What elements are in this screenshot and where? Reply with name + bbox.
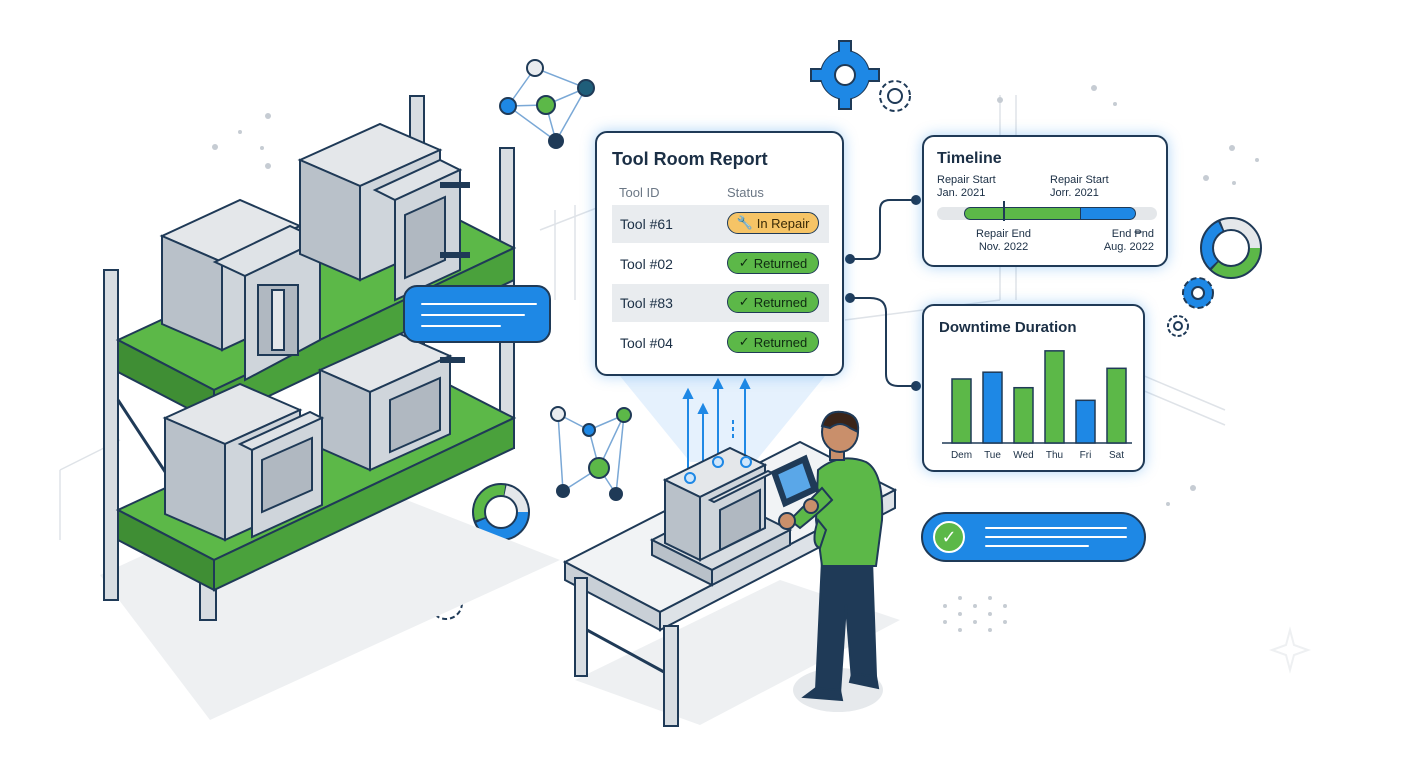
- donut-chart-icon: [1200, 217, 1262, 279]
- chart-bar: [1106, 367, 1127, 444]
- timeline-marker: [1003, 201, 1005, 221]
- check-circle-icon: ✓: [933, 521, 965, 553]
- timeline-label-text: Repair End: [976, 228, 1032, 240]
- chart-bar: [1044, 350, 1065, 444]
- tool-id: Tool #61: [620, 216, 673, 232]
- x-tick-label: Dem: [951, 450, 972, 461]
- check-icon: ✓: [738, 334, 750, 349]
- x-tick-label: Sat: [1109, 450, 1124, 461]
- timeline-label-text: End ₱nd: [1111, 228, 1154, 240]
- timeline-label-text: Repair Start: [1050, 174, 1109, 186]
- table-row[interactable]: Tool #83 ✓ Returned: [612, 284, 829, 322]
- status-badge: ✓ Returned: [727, 252, 819, 274]
- table-row[interactable]: Tool #02 ✓ Returned: [612, 245, 829, 283]
- timeline-label: End ₱nd Aug. 2022: [1104, 228, 1154, 254]
- status-badge: ✓ Returned: [727, 331, 819, 353]
- chart-bar: [982, 371, 1003, 444]
- timeline-segment-end: [1080, 207, 1136, 220]
- chart-bar: [1075, 399, 1096, 444]
- mold-block: [159, 122, 470, 542]
- timeline-label-date: Jorr. 2021: [1050, 187, 1099, 199]
- status-label: Returned: [753, 294, 808, 310]
- notification-bubble: [403, 285, 551, 343]
- chart-title: Downtime Duration: [939, 319, 1077, 336]
- mold-block: [649, 446, 793, 587]
- check-icon: ✓: [738, 255, 750, 270]
- table-row[interactable]: Tool #61 🔧 In Repair: [612, 205, 829, 243]
- x-tick-label: Thu: [1046, 450, 1063, 461]
- tool-id: Tool #83: [620, 295, 673, 311]
- chart-bar: [1013, 386, 1034, 444]
- timeline-label: Repair End Nov. 2022: [976, 228, 1031, 254]
- tool-id: Tool #04: [620, 335, 673, 351]
- wrench-icon: 🔧: [736, 215, 753, 230]
- downtime-duration-card: Downtime Duration Dem Tue Wed Thu Fri Sat: [922, 304, 1145, 472]
- timeline-segment-repair: [964, 207, 1082, 220]
- x-tick-label: Tue: [984, 450, 1001, 461]
- timeline-card: Timeline Repair Start Jan. 2021 Repair S…: [922, 135, 1168, 267]
- timeline-label-date: Jan. 2021: [937, 187, 986, 199]
- timeline-title: Timeline: [937, 150, 1002, 167]
- gear-icon: [879, 80, 911, 112]
- chart-bar: [951, 378, 972, 444]
- timeline-label: Repair Start Jorr. 2021: [1050, 174, 1109, 200]
- gear-icon: [1182, 277, 1214, 309]
- status-label: Returned: [753, 334, 808, 350]
- timeline-label: Repair Start Jan. 2021: [937, 174, 996, 200]
- x-tick-label: Wed: [1013, 450, 1033, 461]
- timeline-label-date: Aug. 2022: [1103, 241, 1154, 253]
- technician: [770, 410, 884, 702]
- status-badge: ✓ Returned: [727, 291, 819, 313]
- table-row[interactable]: Tool #04 ✓ Returned: [612, 324, 829, 362]
- status-badge: 🔧 In Repair: [727, 212, 819, 234]
- timeline-label-date: Nov. 2022: [978, 241, 1029, 253]
- gear-icon: [1167, 315, 1189, 337]
- x-tick-label: Fri: [1080, 450, 1092, 461]
- column-header-tool-id: Tool ID: [619, 185, 660, 200]
- success-notification: ✓: [921, 512, 1146, 562]
- timeline-label-text: Repair Start: [937, 174, 996, 186]
- status-label: Returned: [753, 255, 808, 271]
- column-header-status: Status: [727, 185, 764, 200]
- report-title: Tool Room Report: [612, 149, 768, 169]
- check-icon: ✓: [738, 294, 750, 309]
- downtime-bar-chart: Dem Tue Wed Thu Fri Sat: [942, 350, 1132, 461]
- tool-id: Tool #02: [620, 256, 673, 272]
- gear-icon: [810, 40, 880, 110]
- tool-room-report-card: Tool Room Report Tool ID Status Tool #61…: [595, 131, 844, 376]
- status-label: In Repair: [756, 215, 810, 231]
- donut-chart-icon: [472, 483, 530, 541]
